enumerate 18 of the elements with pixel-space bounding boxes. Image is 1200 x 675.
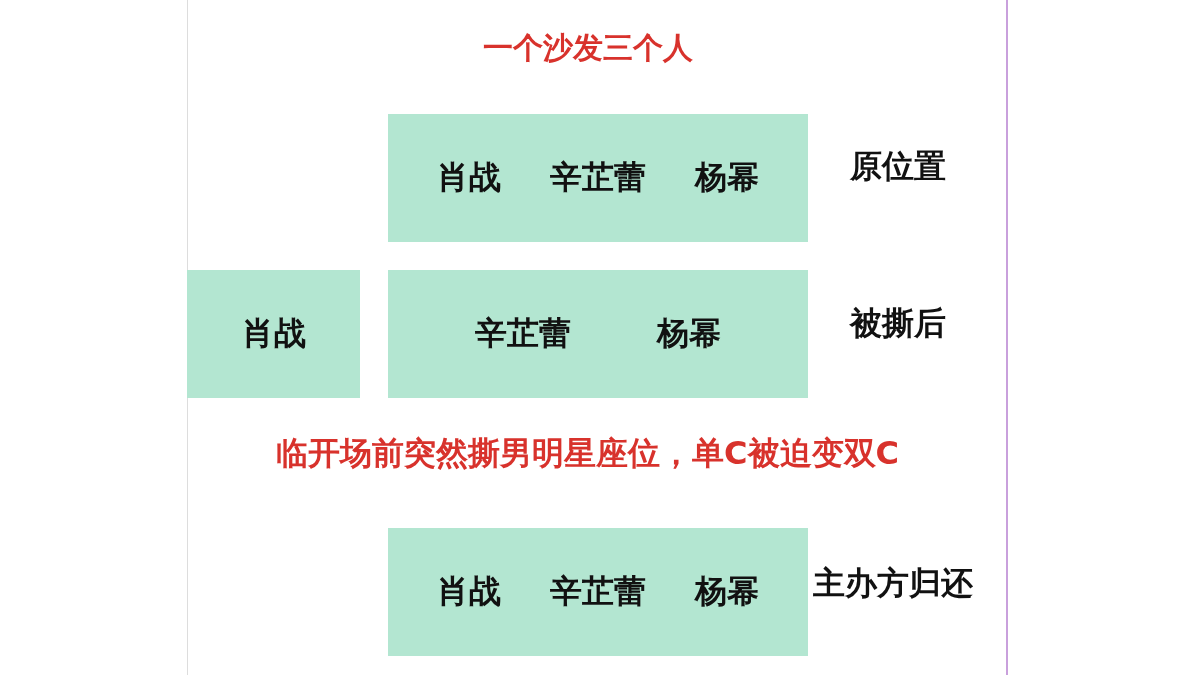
person-name: 肖战 xyxy=(241,313,306,354)
note-text: 临开场前突然撕男明星座位，单C被迫变双C xyxy=(275,433,900,474)
sofa-box xyxy=(187,270,360,398)
person-name: 辛芷蕾 xyxy=(550,571,646,612)
sofa-box xyxy=(388,114,808,242)
person-name: 肖战 xyxy=(437,157,501,198)
sofa-box xyxy=(388,528,808,656)
person-name: 肖战 xyxy=(437,571,501,612)
person-name: 杨幂 xyxy=(695,571,759,612)
row-label: 主办方归还 xyxy=(813,563,973,604)
row-label: 原位置 xyxy=(850,146,946,187)
person-name: 杨幂 xyxy=(695,157,759,198)
person-name: 辛芷蕾 xyxy=(550,157,646,198)
person-name: 辛芷蕾 xyxy=(474,313,571,354)
person-name: 杨幂 xyxy=(657,313,722,354)
row-label: 被撕后 xyxy=(850,303,946,344)
sofa-box xyxy=(388,270,808,398)
title-text: 一个沙发三个人 xyxy=(481,29,694,67)
